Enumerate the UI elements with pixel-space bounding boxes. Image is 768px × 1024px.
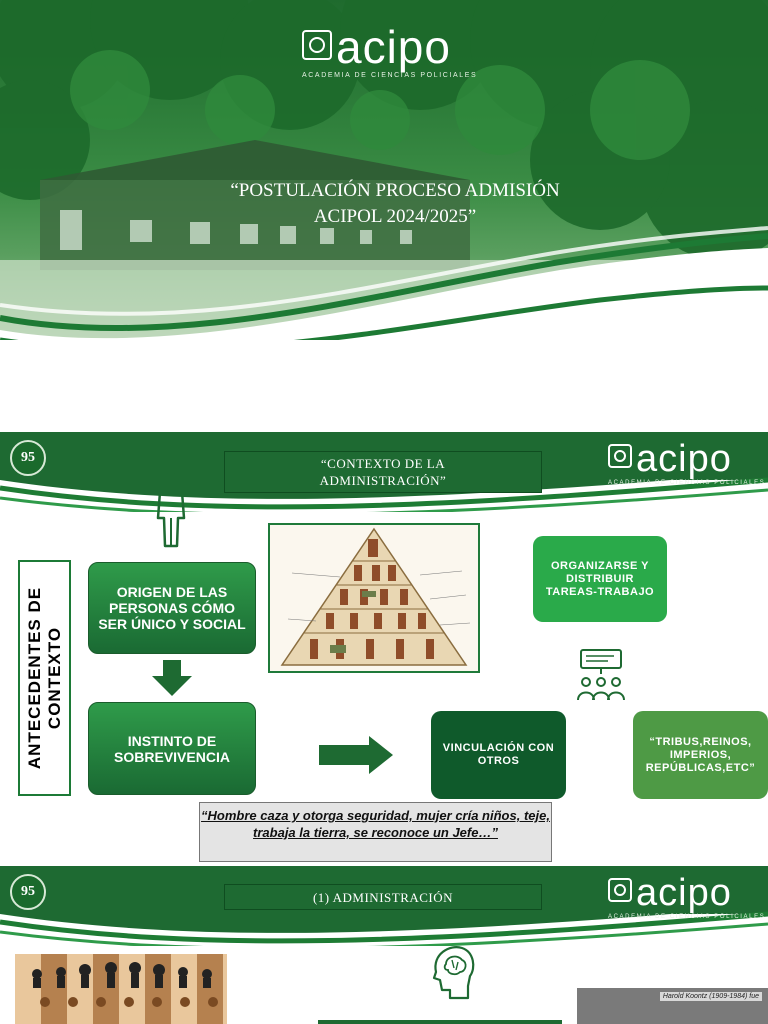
right-arrow-icon bbox=[319, 736, 393, 774]
team-meeting-icon bbox=[577, 649, 625, 701]
anniversary-emblem: 95 bbox=[10, 440, 46, 476]
context-side-label: ANTECEDENTES DE CONTEXTO bbox=[18, 560, 71, 796]
side-label-line2: CONTEXTO bbox=[44, 626, 64, 730]
logo-wordmark: acipo bbox=[636, 872, 732, 914]
slide-heading-line1: “CONTEXTO DE LA bbox=[320, 456, 446, 471]
logo-subtitle: ACADEMIA DE CIENCIAS POLICIALES bbox=[608, 914, 766, 920]
person-icon bbox=[156, 472, 186, 548]
acipol-logo: acipo ACADEMIA DE CIENCIAS POLICIALES bbox=[608, 438, 764, 486]
crest-icon bbox=[608, 878, 632, 902]
organize-box: ORGANIZARSE Y DISTRIBUIR TAREAS-TRABAJO bbox=[533, 536, 667, 622]
quote-box: “Hombre caza y otorga seguridad, mujer c… bbox=[199, 802, 552, 862]
chess-board-image bbox=[15, 954, 227, 1024]
cover-title-line1: “POSTULACIÓN PROCESO ADMISIÓN bbox=[230, 180, 560, 201]
logo-wordmark: acipo bbox=[636, 438, 732, 480]
crest-icon bbox=[302, 30, 332, 60]
link-box: VINCULACIÓN CON OTROS bbox=[431, 711, 566, 799]
cover-title: “POSTULACIÓN PROCESO ADMISIÓN ACIPOL 202… bbox=[160, 178, 630, 230]
anniversary-emblem: 95 bbox=[10, 874, 46, 910]
tribes-box: “TRIBUS,REINOS, IMPERIOS, REPÚBLICAS,ETC… bbox=[633, 711, 768, 799]
side-label-line1: ANTECEDENTES DE bbox=[24, 586, 44, 770]
acipol-logo: acipo ACADEMIA DE CIENCIAS POLICIALES bbox=[302, 21, 476, 79]
slide-heading: (1) ADMINISTRACIÓN bbox=[224, 884, 542, 910]
logo-subtitle: ACADEMIA DE CIENCIAS POLICIALES bbox=[302, 72, 478, 79]
acipol-logo: acipo ACADEMIA DE CIENCIAS POLICIALES bbox=[608, 872, 764, 920]
origin-box: ORIGEN DE LAS PERSONAS CÓMO SER ÚNICO Y … bbox=[88, 562, 256, 654]
slide-cover: acipo ACADEMIA DE CIENCIAS POLICIALES “P… bbox=[0, 0, 768, 410]
crest-icon bbox=[608, 444, 632, 468]
down-arrow-icon bbox=[152, 660, 192, 696]
slide-context: 95 “CONTEXTO DE LA ADMINISTRACIÓN” acipo… bbox=[0, 432, 768, 862]
brain-head-icon bbox=[432, 946, 475, 1000]
portrait-caption: Harold Koontz (1909-1984) fue bbox=[659, 992, 762, 1001]
logo-wordmark: acipo bbox=[336, 21, 451, 73]
social-pyramid-image bbox=[268, 523, 480, 673]
cover-title-line2: ACIPOL 2024/2025” bbox=[313, 206, 477, 227]
slide-heading: “CONTEXTO DE LA ADMINISTRACIÓN” bbox=[224, 451, 542, 493]
instinct-box: INSTINTO DE SOBREVIVENCIA bbox=[88, 702, 256, 795]
slide-heading-line2: ADMINISTRACIÓN” bbox=[319, 473, 447, 488]
koontz-portrait: Harold Koontz (1909-1984) fue bbox=[577, 988, 768, 1024]
logo-subtitle: ACADEMIA DE CIENCIAS POLICIALES bbox=[608, 480, 766, 486]
slide-administration: 95 (1) ADMINISTRACIÓN acipo ACADEMIA DE … bbox=[0, 866, 768, 1024]
concept-box-top bbox=[318, 1020, 562, 1024]
campus-trees-illustration bbox=[0, 0, 768, 340]
